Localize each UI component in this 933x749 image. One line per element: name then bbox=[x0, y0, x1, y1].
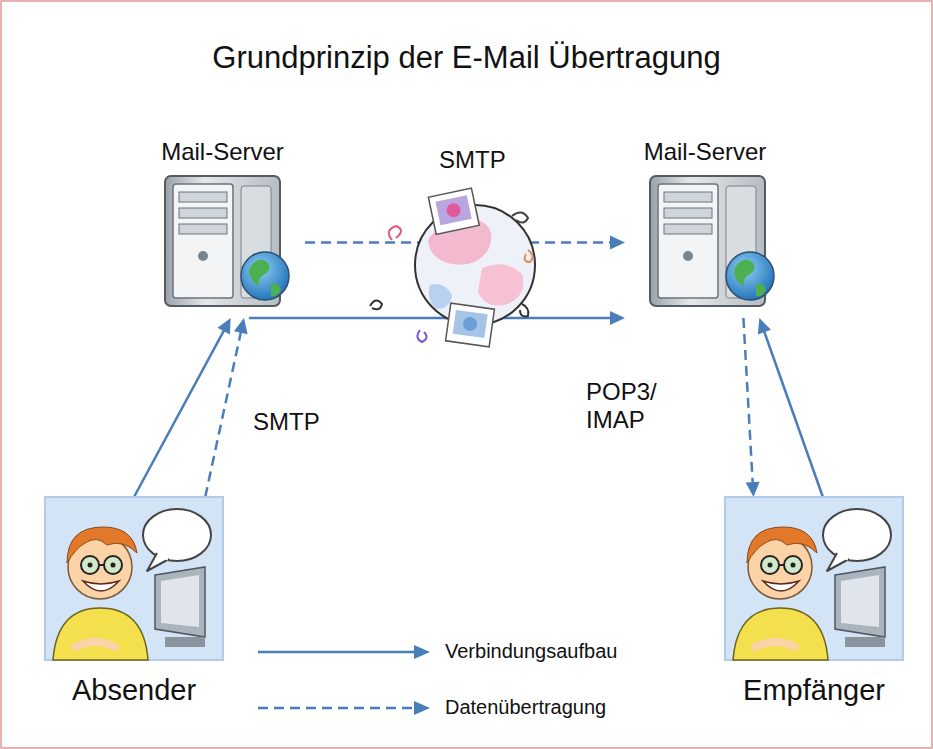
person-picture bbox=[45, 497, 223, 660]
internet-globe bbox=[525, 250, 533, 262]
protocol-label: SMTP bbox=[436, 146, 509, 174]
legend-text: Verbindungsaufbau bbox=[445, 640, 617, 663]
arrowhead bbox=[746, 482, 760, 497]
internet-globe bbox=[520, 304, 528, 316]
arrowhead bbox=[234, 318, 248, 334]
internet-globe bbox=[428, 188, 479, 234]
internet-globe bbox=[370, 300, 382, 309]
internet-globe bbox=[435, 195, 471, 225]
internet-globe bbox=[417, 330, 426, 342]
arrowhead bbox=[610, 311, 625, 325]
person-label: Absender bbox=[45, 674, 223, 707]
internet-globe bbox=[446, 303, 495, 347]
server-icon bbox=[650, 176, 774, 306]
arrowhead bbox=[610, 235, 625, 249]
legend-dashed-line bbox=[258, 707, 416, 710]
legend-text: Datenübertragung bbox=[445, 696, 606, 719]
internet-globe bbox=[453, 310, 488, 338]
server-icon bbox=[165, 176, 289, 306]
protocol-label: POP3/ IMAP bbox=[583, 378, 669, 433]
arrowhead bbox=[758, 318, 771, 334]
internet-globe bbox=[512, 212, 528, 222]
person-label: Empfänger bbox=[725, 674, 903, 707]
person-picture bbox=[725, 497, 903, 660]
server-label: Mail-Server bbox=[140, 138, 305, 166]
internet-globe bbox=[478, 264, 523, 305]
diagram-title: Grundprinzip der E-Mail Übertragung bbox=[0, 40, 933, 76]
legend-solid-line bbox=[258, 651, 416, 654]
person-node: Absender bbox=[45, 497, 223, 660]
person-node: Empfänger bbox=[725, 497, 903, 660]
arrowhead bbox=[217, 318, 230, 335]
internet-globe bbox=[389, 226, 401, 240]
legend-arrowhead bbox=[414, 701, 430, 715]
internet-globe bbox=[462, 316, 478, 332]
connection-line bbox=[134, 329, 225, 497]
connection-line bbox=[764, 330, 823, 497]
internet-globe bbox=[370, 188, 535, 347]
legend-samples bbox=[258, 645, 430, 715]
server-node: Mail-Server bbox=[625, 138, 785, 318]
internet-globe bbox=[429, 284, 452, 309]
internet-globe bbox=[445, 202, 462, 219]
data-transfer-line bbox=[743, 318, 752, 484]
server-label: Mail-Server bbox=[625, 138, 785, 166]
internet-globe bbox=[428, 188, 479, 234]
connection-line bbox=[249, 317, 612, 320]
protocol-label: SMTP bbox=[250, 408, 323, 436]
server-node: Mail-Server bbox=[140, 138, 305, 318]
legend-arrowhead bbox=[414, 645, 430, 659]
internet-globe bbox=[446, 303, 495, 347]
